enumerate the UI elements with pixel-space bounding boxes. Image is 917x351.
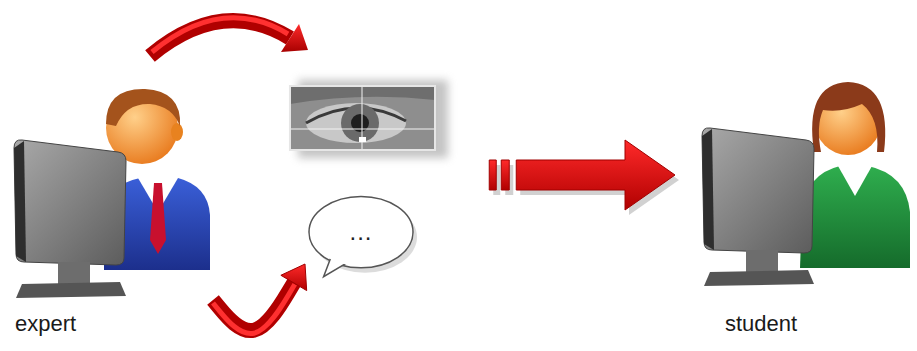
node-label: expert bbox=[15, 311, 76, 337]
curved-arrow bbox=[150, 18, 308, 56]
blouse-body bbox=[800, 166, 910, 268]
eye-tracker-image bbox=[290, 80, 448, 158]
monitor-back bbox=[14, 140, 126, 265]
expert-figure bbox=[14, 89, 210, 298]
node-label: student bbox=[725, 311, 797, 337]
monitor-edge bbox=[14, 141, 26, 262]
monitor-base bbox=[16, 282, 126, 298]
expert-node: expert bbox=[8, 85, 213, 345]
arrow-part bbox=[501, 160, 509, 190]
hair bbox=[106, 89, 180, 126]
curved-arrow bbox=[213, 264, 307, 334]
arrow-highlight bbox=[213, 284, 295, 333]
arrow-highlight bbox=[152, 18, 288, 52]
image-ground bbox=[290, 86, 435, 150]
gaze-marker bbox=[359, 137, 366, 142]
speech-bubble: ... bbox=[305, 170, 417, 278]
iris bbox=[341, 104, 379, 142]
monitor-neck bbox=[746, 250, 778, 272]
arrow-part bbox=[516, 140, 675, 210]
hair bbox=[812, 82, 885, 152]
arrow-head bbox=[281, 264, 307, 291]
block-arrow bbox=[489, 140, 679, 215]
image-frame bbox=[290, 86, 435, 150]
bubble-fill bbox=[311, 198, 412, 266]
eye-white bbox=[306, 103, 406, 143]
monitor-edge bbox=[702, 129, 714, 250]
node-label: ... bbox=[349, 218, 372, 247]
student-figure bbox=[702, 82, 910, 286]
ear bbox=[171, 123, 183, 141]
student-node: student bbox=[675, 75, 910, 345]
arrow-part bbox=[489, 160, 496, 190]
monitor-base bbox=[704, 270, 814, 286]
monitor-back bbox=[702, 128, 814, 253]
monitor-neck bbox=[58, 262, 90, 284]
collar bbox=[838, 166, 872, 196]
arrow-head bbox=[281, 24, 308, 52]
bubble-body bbox=[309, 196, 413, 267]
tie bbox=[150, 183, 166, 254]
